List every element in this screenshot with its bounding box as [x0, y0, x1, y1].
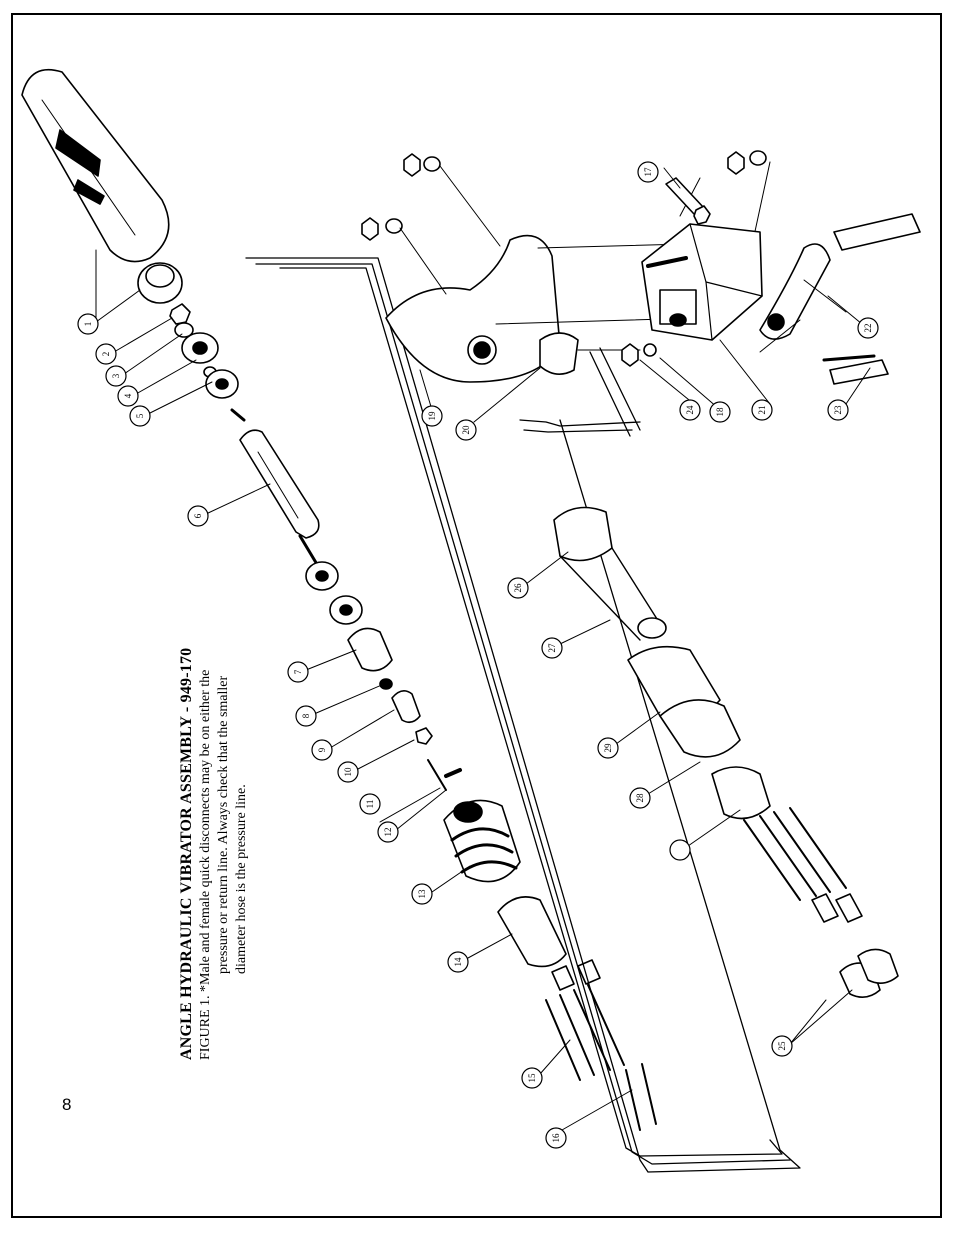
callout-3: 3	[111, 373, 121, 378]
callout-24: 24	[685, 405, 695, 415]
top-fasteners	[361, 150, 771, 295]
callout-13: 13	[417, 889, 427, 899]
bearing-stack	[305, 561, 462, 791]
quick-disconnects	[811, 893, 899, 998]
callout-26: 26	[513, 583, 523, 593]
callout-7: 7	[293, 669, 303, 674]
callout-10: 10	[343, 767, 353, 777]
callout-14: 14	[453, 957, 463, 967]
caption-line-1: FIGURE 1. *Male and female quick disconn…	[198, 669, 213, 1060]
motor-housing	[443, 799, 521, 883]
caption-line-2: pressure or return line. Always check th…	[216, 675, 231, 974]
leader-lines	[95, 167, 871, 1131]
callout-22: 22	[863, 324, 873, 333]
caption-line-3: diameter hose is the pressure line.	[234, 784, 249, 974]
callout-6: 6	[193, 513, 203, 518]
callout-9: 9	[317, 747, 327, 752]
bolt-18	[665, 177, 711, 225]
page-number: 8	[62, 1095, 72, 1114]
callout-29: 29	[603, 743, 613, 753]
motor-cap-and-hoses	[497, 896, 657, 1131]
callout-8: 8	[301, 713, 311, 718]
page-border	[11, 13, 942, 1218]
flex-shaft-outline	[245, 257, 801, 1173]
callout-27: 27	[547, 643, 557, 653]
callout-28: 28	[635, 793, 645, 803]
callout-16: 16	[551, 1133, 561, 1143]
callout-18: 18	[715, 407, 725, 417]
callout-balloons	[77, 161, 879, 1149]
clamp-arm	[759, 213, 921, 385]
callout-2: 2	[101, 352, 111, 357]
callout-labels: 1234567891011121314151617181920212223242…	[83, 167, 873, 1143]
callout-11: 11	[365, 800, 375, 809]
figure-title: ANGLE HYDRAULIC VIBRATOR ASSEMBLY - 949-…	[178, 647, 195, 1060]
handle-grip	[21, 68, 183, 304]
clamp-block	[641, 223, 763, 341]
callout-17: 17	[643, 167, 653, 177]
callout-21: 21	[757, 406, 767, 415]
callout-12: 12	[383, 828, 393, 837]
callout-5: 5	[135, 413, 145, 418]
callout-20: 20	[461, 425, 471, 435]
flex-shaft-fittings	[553, 506, 847, 901]
callout-15: 15	[527, 1073, 537, 1083]
coupling-20	[539, 332, 657, 375]
callout-4: 4	[123, 393, 133, 398]
callout-1: 1	[83, 322, 93, 327]
callout-23: 23	[833, 405, 843, 415]
eccentric-shaft	[230, 408, 320, 568]
callout-19: 19	[427, 411, 437, 421]
callout-25: 25	[777, 1041, 787, 1051]
upper-shaft-parts	[169, 303, 239, 399]
